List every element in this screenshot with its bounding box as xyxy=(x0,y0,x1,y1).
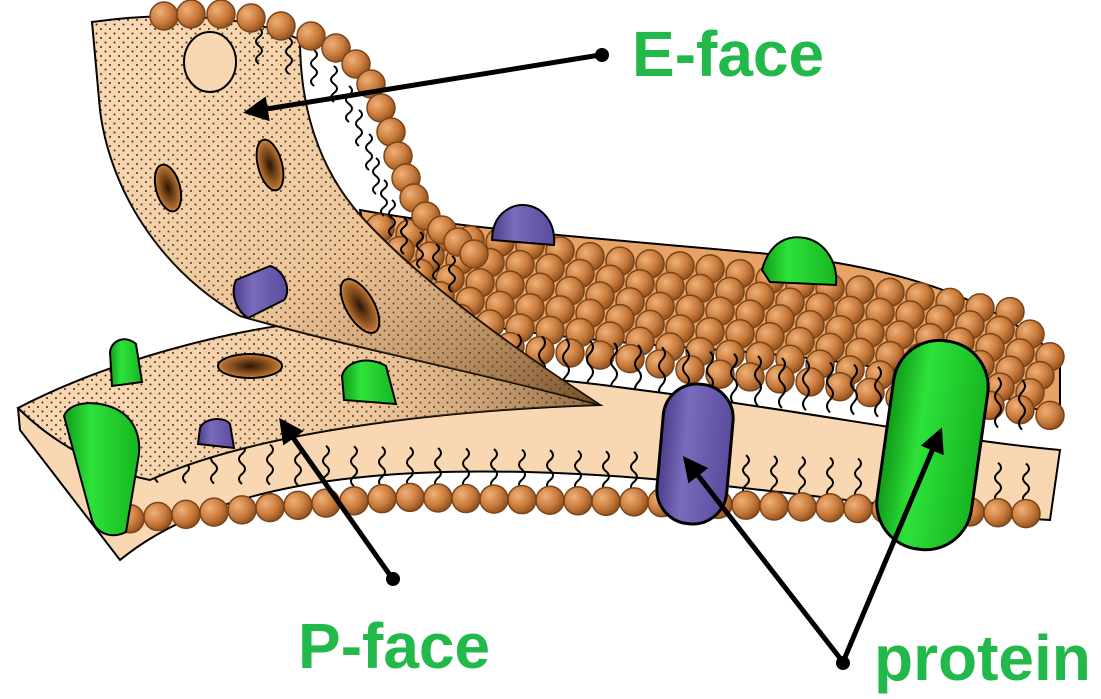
lipid-head xyxy=(732,491,760,519)
lipid-head xyxy=(150,2,178,30)
lipid-head xyxy=(396,483,424,511)
pit-hole xyxy=(218,354,282,378)
lipid-head xyxy=(676,356,704,384)
lipid-tail xyxy=(366,134,372,170)
lipid-head xyxy=(207,0,235,28)
lipid-head xyxy=(788,493,816,521)
lipid-head xyxy=(536,486,564,514)
lipid-tail xyxy=(346,86,352,122)
lipid-tail xyxy=(381,180,387,216)
lipid-tail xyxy=(356,110,362,146)
protein-purple-top xyxy=(492,205,554,245)
lipid-head xyxy=(368,485,396,513)
lipid-head xyxy=(200,498,228,526)
lipid-tail xyxy=(373,158,379,194)
pit-hole xyxy=(184,32,236,92)
lipid-head xyxy=(452,485,480,513)
lipid-head xyxy=(297,22,325,50)
protein-label: protein xyxy=(874,626,1091,690)
lipid-head xyxy=(480,485,508,513)
lipid-head xyxy=(228,496,256,524)
e-face-label: E-face xyxy=(632,22,824,86)
p-face-label: P-face xyxy=(298,614,490,678)
lipid-head xyxy=(556,339,584,367)
protein-green-top-right xyxy=(762,237,836,285)
lipid-head xyxy=(177,0,205,28)
lipid-head xyxy=(1012,500,1040,528)
lipid-head xyxy=(144,503,172,531)
lipid-head xyxy=(172,500,200,528)
lipid-head xyxy=(592,487,620,515)
lipid-head xyxy=(267,12,295,40)
lipid-head xyxy=(844,495,872,523)
lipid-head xyxy=(620,488,648,516)
lipid-head xyxy=(237,4,265,32)
lipid-head xyxy=(816,494,844,522)
lipid-head xyxy=(256,494,284,522)
lipid-head xyxy=(508,486,536,514)
lipid-head xyxy=(1036,401,1064,429)
protein-purple-small xyxy=(198,419,234,448)
lipid-head xyxy=(760,492,788,520)
lipid-head xyxy=(984,499,1012,527)
lipid-tail xyxy=(311,50,317,86)
lipid-head xyxy=(284,491,312,519)
lipid-head xyxy=(564,487,592,515)
protein-green-small-left xyxy=(110,339,142,386)
lipid-head xyxy=(424,484,452,512)
lipid-head xyxy=(312,489,340,517)
lipid-head xyxy=(460,240,488,268)
